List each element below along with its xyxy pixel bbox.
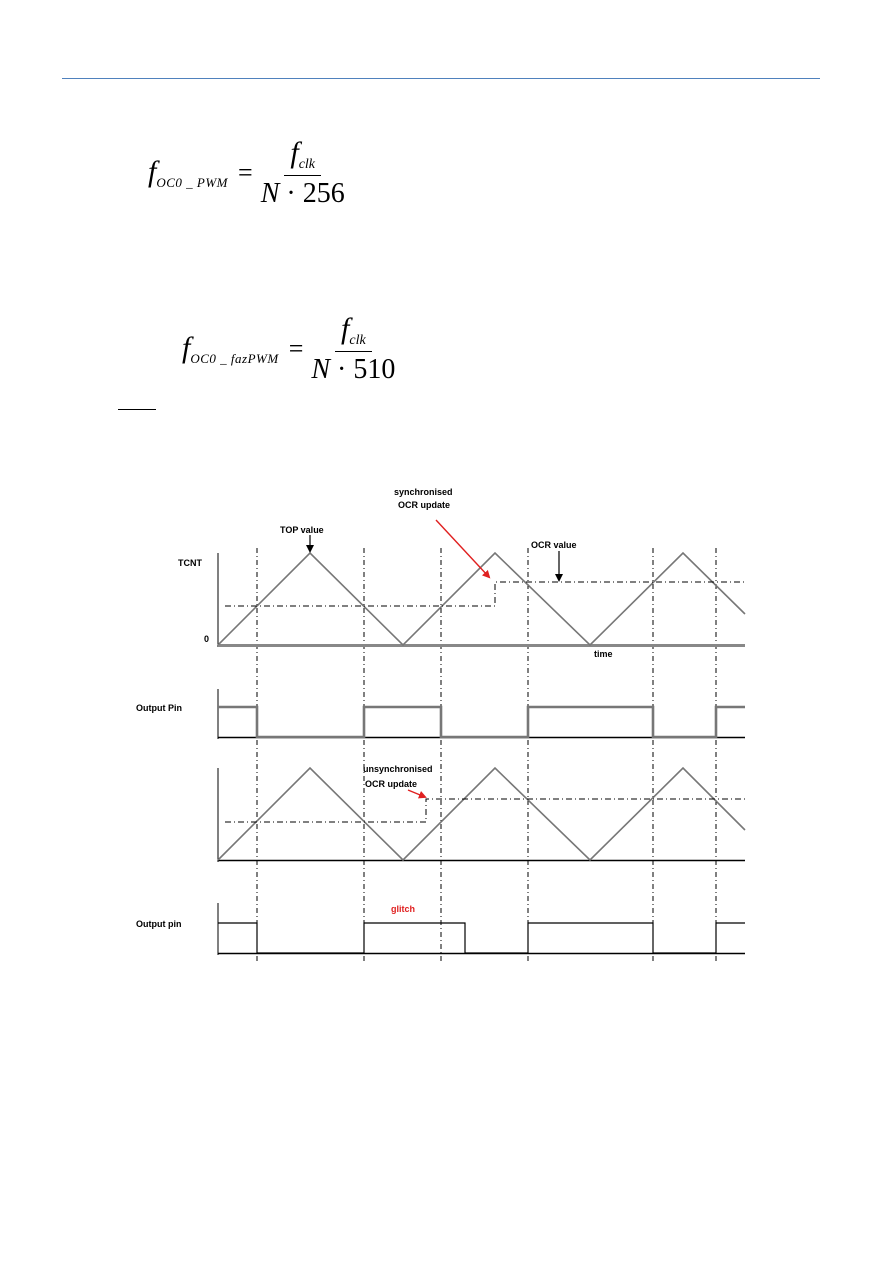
panel-unsynchronised-counter: unsynchronised OCR update xyxy=(217,764,746,862)
formula-lhs: fOC0 _ PWM xyxy=(148,155,229,190)
fraction: fclk N · 256 xyxy=(261,136,345,210)
pwm-timing-diagram: synchronised OCR update TOP value OCR va… xyxy=(136,487,746,962)
output-waveform xyxy=(218,705,745,739)
label-top-value: TOP value xyxy=(280,525,324,535)
panel-synchronised-counter: synchronised OCR update TOP value OCR va… xyxy=(178,487,746,659)
label-output-pin: Output pin xyxy=(136,919,181,929)
formula-lhs: fOC0 _ fazPWM xyxy=(182,331,279,366)
label-glitch: glitch xyxy=(391,904,415,914)
label-time: time xyxy=(594,649,613,659)
ocr-level xyxy=(225,581,745,607)
panel-output-pin-1: Output Pin xyxy=(136,689,745,739)
label-unsynchronised: unsynchronised xyxy=(363,764,433,774)
formula-phase-correct-pwm-frequency: fOC0 _ fazPWM = fclk N · 510 xyxy=(182,312,395,386)
numerator: fclk xyxy=(335,312,372,352)
underlined-fragment xyxy=(118,409,156,411)
denominator: N · 256 xyxy=(260,178,345,209)
label-synchronised: synchronised xyxy=(394,487,453,497)
sync-update-arrow xyxy=(435,519,491,579)
label-ocr-update: OCR update xyxy=(398,500,450,510)
ocr-level xyxy=(225,798,745,823)
denominator: N · 510 xyxy=(311,354,396,385)
label-output-pin: Output Pin xyxy=(136,703,182,713)
label-tcnt: TCNT xyxy=(178,558,202,568)
label-ocr-value: OCR value xyxy=(531,540,577,550)
period-guide-lines xyxy=(256,548,717,962)
unsync-update-arrow xyxy=(407,789,427,799)
formula-pwm-frequency: fOC0 _ PWM = fclk N · 256 xyxy=(148,136,345,210)
numerator: fclk xyxy=(284,136,322,176)
label-zero: 0 xyxy=(204,634,209,644)
counter-waveform xyxy=(217,551,746,647)
label-ocr-update-2: OCR update xyxy=(365,779,417,789)
equals-sign: = xyxy=(288,334,304,363)
panel-output-pin-2: Output pin glitch xyxy=(136,903,745,955)
counter-waveform xyxy=(217,766,746,862)
header-rule xyxy=(62,78,820,79)
fraction: fclk N · 510 xyxy=(311,312,395,386)
equals-sign: = xyxy=(238,158,253,187)
output-waveform xyxy=(218,922,745,954)
